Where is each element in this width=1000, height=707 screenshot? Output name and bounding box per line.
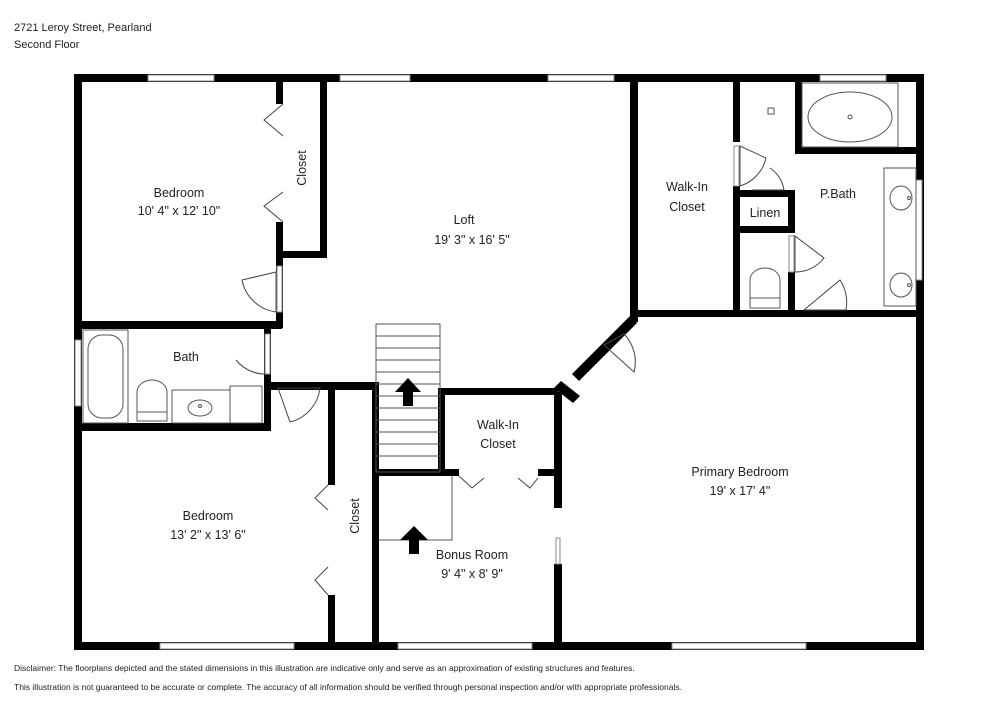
walkin2-name-line1: Walk-In <box>477 418 519 432</box>
primary-name: Primary Bedroom <box>691 465 788 479</box>
floor-label: Second Floor <box>14 39 80 51</box>
closet2-name: Closet <box>348 498 362 534</box>
address: 2721 Leroy Street, Pearland <box>14 22 152 34</box>
room-labels: Bedroom 10' 4" x 12' 10" Closet Loft 19'… <box>138 150 856 581</box>
stair-arrow-icon <box>395 378 421 406</box>
floor-plan: Bedroom 10' 4" x 12' 10" Closet Loft 19'… <box>74 74 924 650</box>
toilet-icon <box>136 379 168 422</box>
stairs <box>375 323 441 473</box>
sink-icon <box>171 385 263 424</box>
pbath-name: P.Bath <box>820 187 856 201</box>
loft-dims: 19' 3" x 16' 5" <box>434 233 510 247</box>
disclaimer-line1: Disclaimer: The floorplans depicted and … <box>14 663 635 673</box>
walkin1-name-line1: Walk-In <box>666 180 708 194</box>
sink-icon <box>883 167 917 307</box>
bathtub-icon <box>801 82 899 148</box>
toilet-icon <box>749 267 781 309</box>
bonus-dims: 9' 4" x 8' 9" <box>441 567 503 581</box>
bedroom2-dims: 13' 2" x 13' 6" <box>170 528 246 542</box>
primary-dims: 19' x 17' 4" <box>710 484 771 498</box>
bedroom1-dims: 10' 4" x 12' 10" <box>138 204 220 218</box>
fixtures <box>82 82 917 554</box>
walkin2-name-line2: Closet <box>480 437 516 451</box>
bonus-name: Bonus Room <box>436 548 508 562</box>
bedroom2-name: Bedroom <box>183 509 234 523</box>
closet1-name: Closet <box>295 150 309 186</box>
doors <box>235 103 848 596</box>
bathtub-icon <box>82 329 129 424</box>
bath-name: Bath <box>173 350 199 364</box>
windows <box>74 74 923 650</box>
walls <box>74 74 924 650</box>
linen-name: Linen <box>750 206 781 220</box>
bedroom1-name: Bedroom <box>154 186 205 200</box>
disclaimer-line2: This illustration is not guaranteed to b… <box>14 682 682 692</box>
stair-arrow-icon <box>400 526 428 554</box>
loft-name: Loft <box>454 213 475 227</box>
walkin1-name-line2: Closet <box>669 200 705 214</box>
